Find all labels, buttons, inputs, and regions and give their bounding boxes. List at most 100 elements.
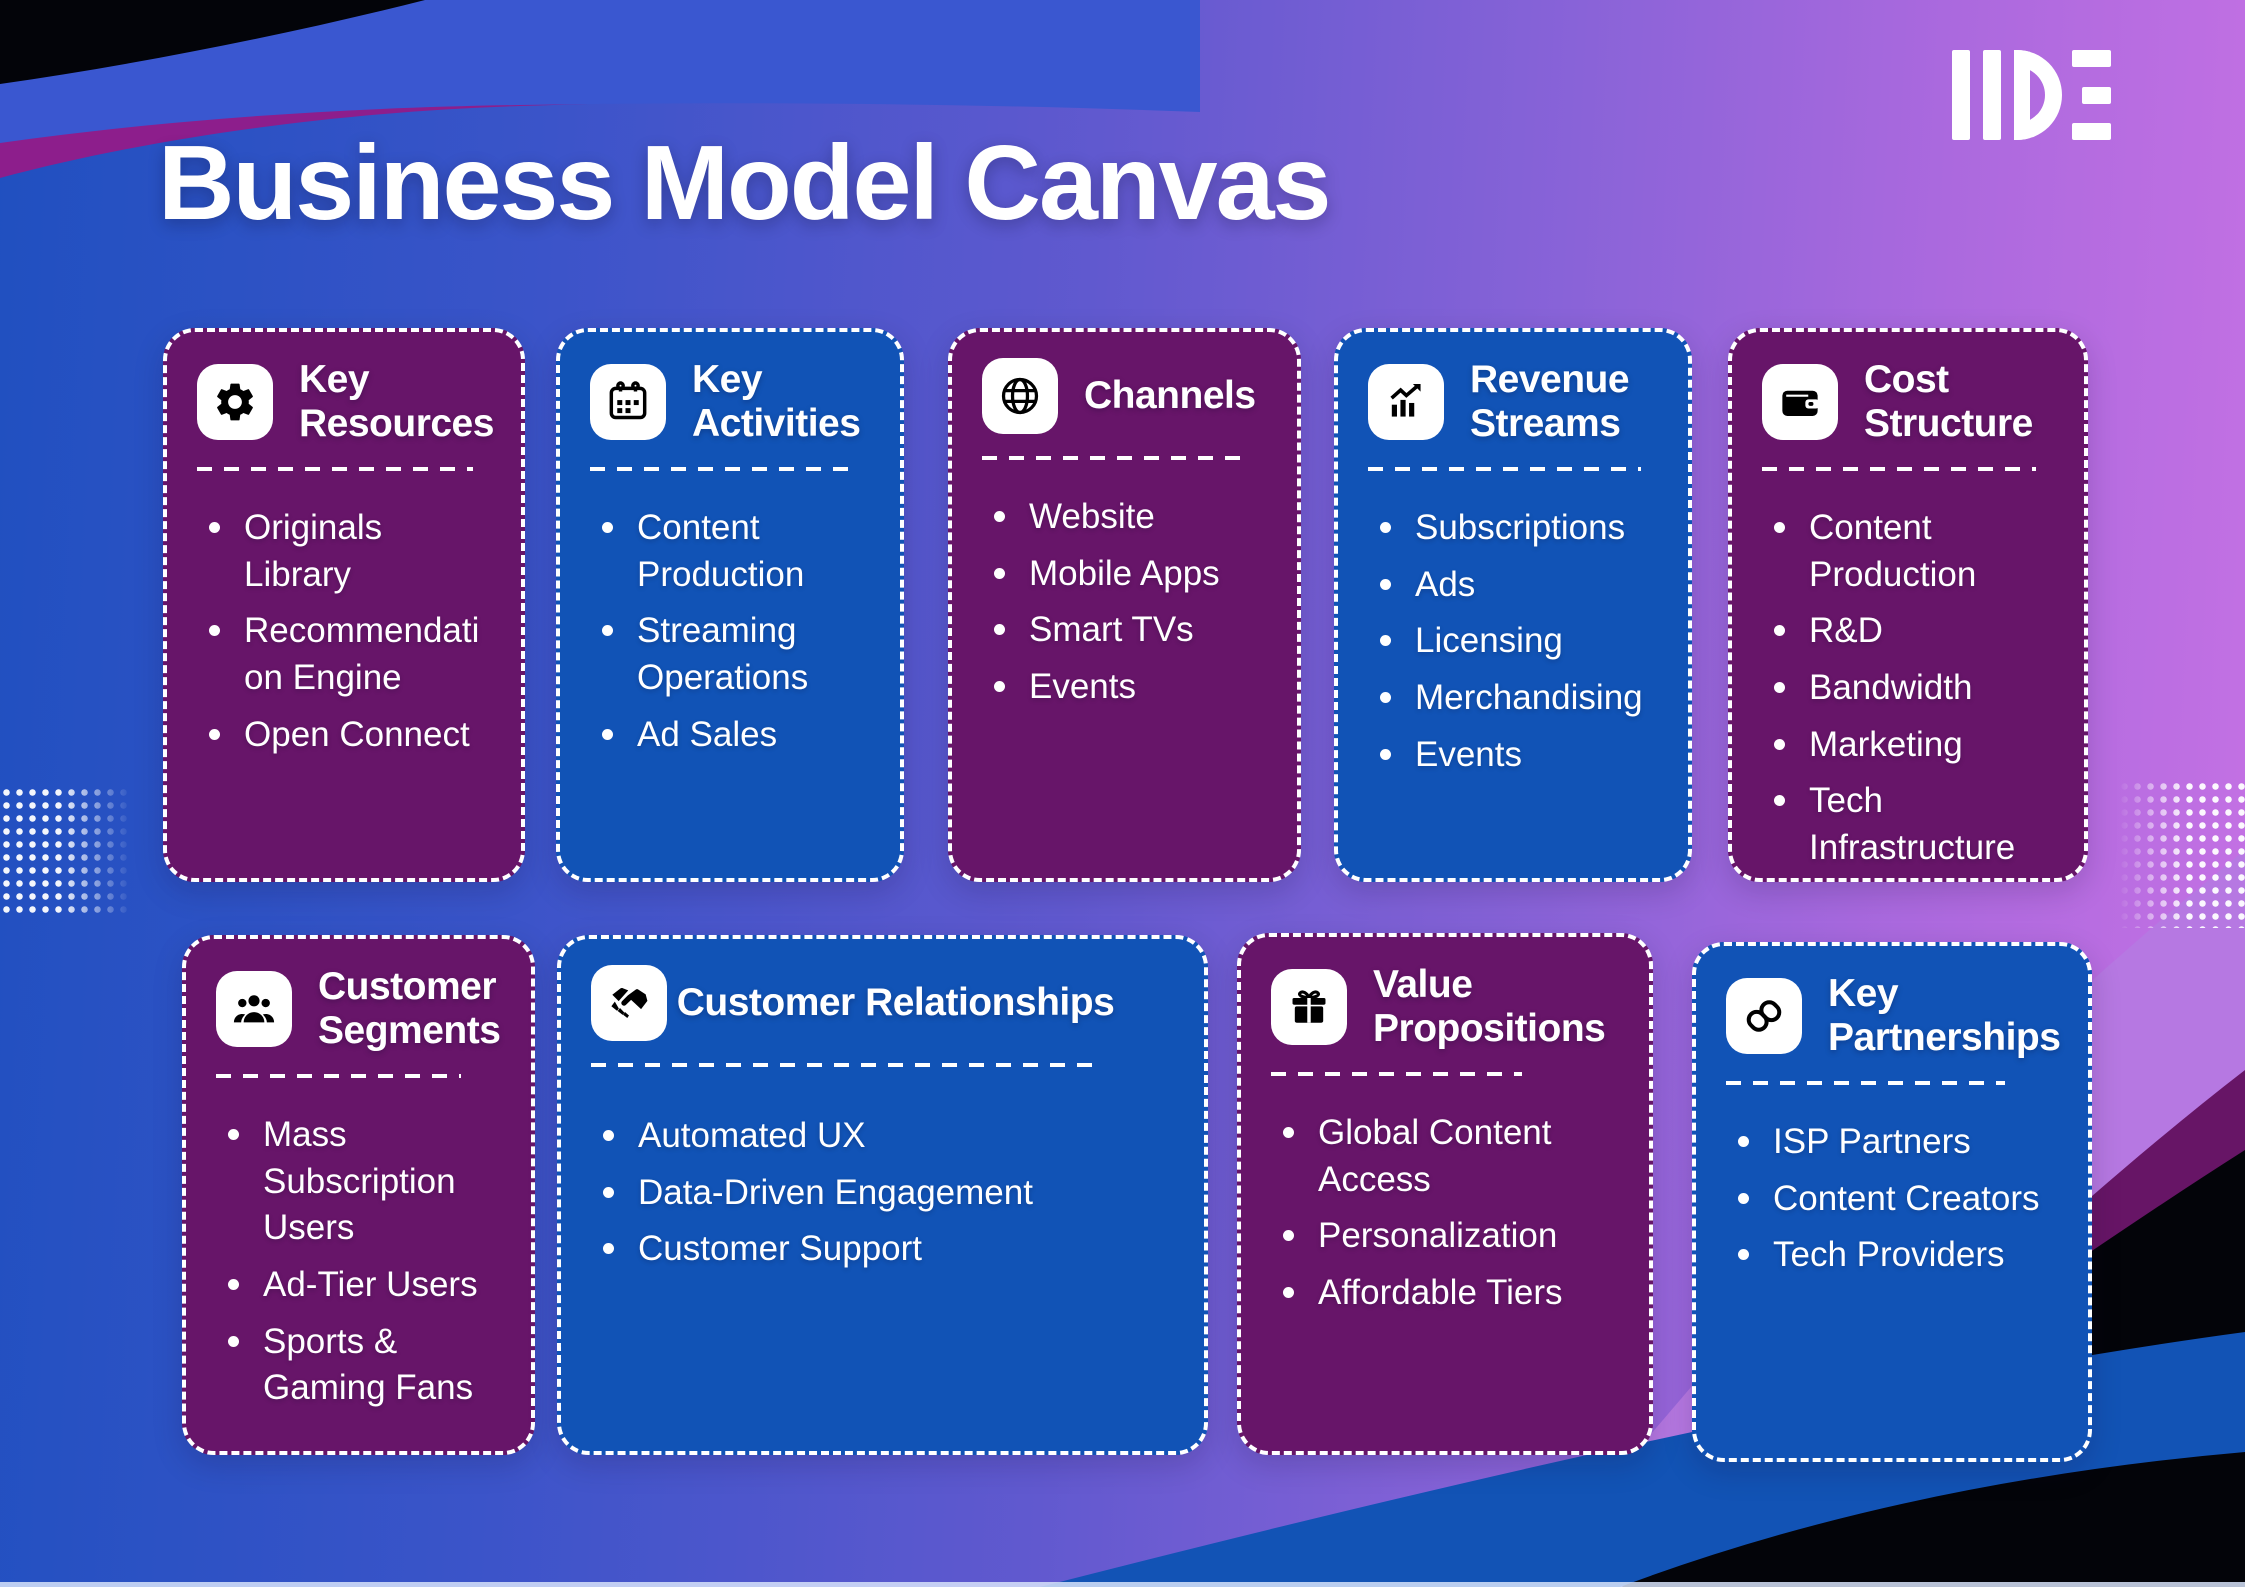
gear-icon bbox=[197, 363, 273, 440]
dot-grid-left bbox=[0, 786, 132, 918]
list-item-text: Automated UX bbox=[638, 1116, 866, 1155]
card-value-propositions: Value Propositions Global Content Access… bbox=[1237, 933, 1653, 1455]
list-item: Personalization bbox=[1283, 1213, 1619, 1260]
globe-icon bbox=[982, 358, 1058, 434]
bullet-dot bbox=[1774, 795, 1785, 807]
bullet-dot bbox=[1738, 1249, 1749, 1261]
bullet-dot bbox=[994, 511, 1005, 522]
logo-letter-e bbox=[2072, 50, 2111, 140]
list-item-text: R&D bbox=[1809, 611, 1883, 651]
list-item: Events bbox=[994, 664, 1267, 711]
bullet-dot bbox=[1774, 625, 1785, 637]
bullet-dot bbox=[1283, 1127, 1294, 1139]
list-item: Global Content Access bbox=[1283, 1110, 1619, 1203]
card-title: Revenue Streams bbox=[1470, 358, 1630, 445]
people-icon bbox=[216, 970, 292, 1047]
card-header: Key Resources bbox=[197, 358, 494, 445]
list-item: R&D bbox=[1774, 608, 2054, 655]
list-item: ISP Partners bbox=[1738, 1119, 2058, 1166]
list-item: Affordable Tiers bbox=[1283, 1270, 1619, 1317]
bottom-edge-strip bbox=[0, 1582, 2245, 1587]
bullet-dot bbox=[994, 624, 1005, 636]
card-divider bbox=[1762, 467, 2037, 472]
list-item: Content Creators bbox=[1738, 1176, 2058, 1223]
card-header: Cost Structure bbox=[1762, 358, 2054, 445]
list-item: Website bbox=[994, 494, 1267, 541]
card-customer-relationships: Customer Relationships Automated UX Data-… bbox=[557, 935, 1208, 1455]
bullet-dot bbox=[1380, 635, 1391, 647]
card-divider bbox=[216, 1074, 462, 1079]
list-item-text: Customer Support bbox=[638, 1229, 923, 1269]
list-item-text: Events bbox=[1415, 734, 1522, 774]
list-item: Content Production bbox=[1774, 505, 2054, 598]
list-item-text: Streaming Operations bbox=[637, 611, 809, 697]
card-divider bbox=[591, 1063, 1105, 1067]
card-title: Value Propositions bbox=[1373, 963, 1606, 1050]
bullet-dot bbox=[602, 522, 613, 534]
card-title: Key Resources bbox=[299, 358, 494, 445]
card-title: Key Activities bbox=[692, 358, 861, 445]
list-item: Sports & Gaming Fans bbox=[228, 1319, 501, 1412]
bullet-dot bbox=[602, 728, 613, 740]
list-item: Automated UX bbox=[603, 1113, 1174, 1160]
card-header: Customer Relationships bbox=[591, 965, 1174, 1041]
list-item-text: Open Connect bbox=[244, 714, 470, 754]
list-item: Customer Support bbox=[603, 1226, 1174, 1273]
card-divider bbox=[1368, 467, 1641, 472]
top-left-blue-wave bbox=[0, 0, 1200, 143]
top-left-black-corner bbox=[0, 0, 425, 84]
card-header: Key Activities bbox=[590, 358, 870, 445]
list-item-text: Global Content Access bbox=[1318, 1113, 1552, 1199]
list-item: Recommendation Engine bbox=[209, 608, 491, 701]
bullet-dot bbox=[209, 522, 220, 534]
list-item-text: Data-Driven Engagement bbox=[638, 1172, 1033, 1212]
list-item: Open Connect bbox=[209, 712, 491, 759]
bullet-dot bbox=[1738, 1192, 1749, 1204]
list-item: Ad-Tier Users bbox=[228, 1262, 501, 1309]
bullet-dot bbox=[603, 1130, 614, 1141]
list-item-text: ISP Partners bbox=[1773, 1122, 1971, 1162]
bullet-dot bbox=[228, 1129, 239, 1141]
bullet-dot bbox=[603, 1243, 614, 1255]
list-item: Data-Driven Engagement bbox=[603, 1170, 1174, 1217]
bullet-dot bbox=[209, 728, 220, 740]
page-title: Business Model Canvas bbox=[158, 124, 1332, 242]
list-item-text: Affordable Tiers bbox=[1318, 1272, 1563, 1312]
list-item-text: Licensing bbox=[1415, 621, 1563, 661]
card-divider bbox=[1726, 1081, 2005, 1086]
dot-grid-right bbox=[2118, 780, 2245, 928]
bullet-dot bbox=[1774, 681, 1785, 693]
bullet-dot bbox=[603, 1186, 614, 1198]
card-header: Customer Segments bbox=[216, 965, 501, 1052]
bullet-dot bbox=[994, 680, 1005, 692]
list-item: Ads bbox=[1380, 562, 1658, 609]
bullet-dot bbox=[1380, 578, 1391, 590]
list-item: Streaming Operations bbox=[602, 608, 870, 701]
bullet-dot bbox=[1774, 522, 1785, 534]
list-item-text: Subscriptions bbox=[1415, 508, 1626, 548]
list-item-text: Personalization bbox=[1318, 1216, 1558, 1256]
bullet-dot bbox=[1738, 1136, 1749, 1148]
card-title: Customer Relationships bbox=[676, 981, 1115, 1025]
chart-growth-icon bbox=[1368, 363, 1444, 440]
card-header: Value Propositions bbox=[1271, 963, 1619, 1050]
list-item: Originals Library bbox=[209, 505, 491, 598]
bullet-dot bbox=[228, 1278, 239, 1290]
list-item: Events bbox=[1380, 732, 1658, 779]
logo-letter-d bbox=[2014, 50, 2062, 140]
list-item: Subscriptions bbox=[1380, 505, 1658, 552]
list-item-text: Content Production bbox=[1809, 508, 1977, 594]
list-item: Tech Providers bbox=[1738, 1232, 2058, 1279]
